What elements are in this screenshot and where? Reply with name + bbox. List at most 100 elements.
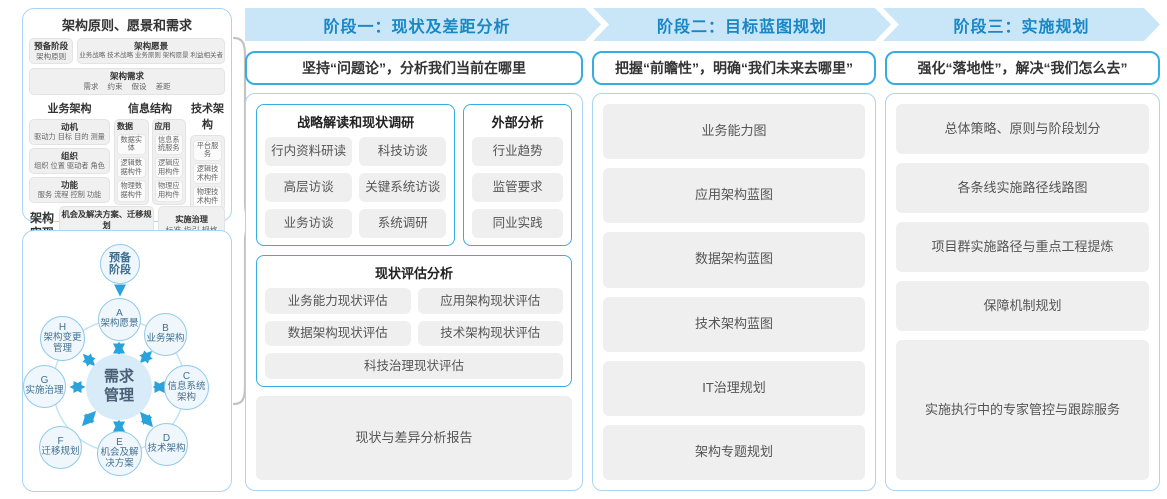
research-item: 高层访谈 — [265, 173, 353, 202]
phase1-column: 战略解读和现状调研 行内资料研读 科技访谈 高层访谈 关键系统访谈 业务访谈 系… — [245, 93, 583, 491]
research-item: 系统调研 — [359, 209, 447, 238]
phase2-item: 应用架构蓝图 — [603, 168, 865, 224]
phase3-header: 阶段三：实施规划 — [883, 8, 1160, 41]
data-subcolumn: 数据 数据实体 逻辑数据构件 物理数据构件 — [114, 118, 149, 205]
opportunity-title: 机会及解决方案、迁移规划 — [61, 210, 152, 230]
cycle-node-a: A 架构愿景 — [98, 298, 141, 341]
cycle-node-prep: 预备阶段 — [100, 244, 140, 284]
cycle-node-letter: H — [58, 321, 67, 333]
phase2-column: 业务能力图 应用架构蓝图 数据架构蓝图 技术架构蓝图 IT治理规划 架构专题规划 — [592, 93, 876, 491]
research-item: 关键系统访谈 — [359, 173, 447, 202]
cycle-node-letter: B — [162, 322, 169, 334]
phase2-item: 数据架构蓝图 — [603, 232, 865, 288]
external-item: 同业实践 — [472, 209, 563, 238]
prep-phase-title: 预备阶段 — [34, 41, 69, 51]
cycle-node-h: H 架构变更管理 — [40, 316, 85, 361]
phase2-item: IT治理规划 — [603, 360, 865, 416]
phase-header-band: 阶段一：现状及差距分析 阶段二：目标蓝图规划 阶段三：实施规划 — [245, 8, 1160, 41]
organization-items: 组织 位置 驱动者 角色 — [34, 161, 105, 171]
technology-item: 平台服务 — [193, 139, 222, 162]
cycle-node-letter: D — [162, 432, 171, 444]
external-analysis-group: 外部分析 行业趋势 监管要求 同业实践 — [463, 104, 572, 246]
vision-title: 架构愿景 — [134, 41, 169, 51]
cycle-node-label: 技术架构 — [147, 443, 186, 455]
cycle-node-label: 信息系统架构 — [167, 381, 206, 403]
vision-items: 业务战略 技术战略 业务原则 架构愿景 利益相关者 — [79, 51, 223, 59]
phase2-subtitle: 把握“前瞻性”，明确“我们未来去哪里” — [592, 51, 876, 85]
motivation-title: 动机 — [60, 121, 78, 132]
assessment-item: 数据架构现状评估 — [265, 320, 411, 347]
cycle-node-label: 实施治理 — [25, 385, 64, 397]
gap-analysis-report-box: 现状与差异分析报告 — [256, 396, 572, 480]
phase2-header: 阶段二：目标蓝图规划 — [593, 8, 891, 41]
external-group-title: 外部分析 — [491, 115, 544, 130]
function-box: 功能 服务 流程 控制 功能 — [29, 176, 110, 203]
prep-phase-box: 预备阶段 架构原则 — [29, 38, 74, 65]
cycle-center-label: 需求管理 — [103, 368, 134, 404]
data-title: 数据 — [117, 121, 133, 131]
phases-area: 阶段一：现状及差距分析 阶段二：目标蓝图规划 阶段三：实施规划 坚持“问题论”，… — [245, 8, 1160, 491]
framework-title: 架构原则、愿景和需求 — [61, 18, 192, 33]
cycle-node-label: 预备阶段 — [109, 251, 131, 276]
cycle-node-b: B 业务架构 — [144, 313, 187, 356]
external-item: 行业趋势 — [472, 137, 563, 166]
technology-item: 物理技术构件 — [193, 186, 222, 208]
phase2-item: 技术架构蓝图 — [603, 296, 865, 352]
phase3-subtitle: 强化“落地性”，解决“我们怎么去” — [885, 51, 1160, 85]
data-item: 逻辑数据构件 — [117, 157, 146, 179]
motivation-box: 动机 驱动力 目标 目的 测量 — [29, 118, 110, 145]
application-item: 逻辑应用构件 — [154, 157, 183, 179]
architecture-framework-panel: 架构原则、愿景和需求 预备阶段 架构原则 架构愿景 业务战略 技术战略 业务原则… — [22, 8, 232, 246]
requirements-title: 架构需求 — [109, 71, 144, 82]
data-item: 物理数据构件 — [117, 180, 146, 202]
prep-phase-item: 架构原则 — [36, 51, 67, 61]
technology-item: 逻辑技术构件 — [193, 163, 222, 185]
application-title: 应用 — [154, 121, 171, 131]
assessment-group-title: 现状评估分析 — [374, 266, 453, 281]
information-structure-column: 信息结构 数据 数据实体 逻辑数据构件 物理数据构件 应用 信息系统服务 逻辑应… — [114, 100, 186, 205]
cycle-node-g: G 实施治理 — [23, 365, 66, 408]
application-subcolumn: 应用 信息系统服务 逻辑应用构件 物理应用构件 — [151, 118, 186, 205]
phase3-item: 总体策略、原则与阶段划分 — [896, 104, 1149, 154]
cycle-node-c: C 信息系统架构 — [164, 365, 209, 410]
research-group-title: 战略解读和现状调研 — [297, 115, 415, 130]
phase3-item: 保障机制规划 — [896, 281, 1149, 331]
cycle-node-letter: F — [57, 435, 64, 447]
application-item: 信息系统服务 — [154, 133, 183, 156]
business-architecture-title: 业务架构 — [47, 102, 92, 115]
assessment-item: 业务能力现状评估 — [265, 288, 411, 314]
external-item: 监管要求 — [472, 173, 563, 202]
cycle-node-f: F 迁移规划 — [39, 426, 82, 469]
phase2-item: 业务能力图 — [603, 104, 865, 160]
business-architecture-column: 业务架构 动机 驱动力 目标 目的 测量 组织 组织 位置 驱动者 角色 功能 … — [29, 100, 110, 203]
assessment-item: 应用架构现状评估 — [417, 288, 563, 314]
cycle-node-label: 业务架构 — [146, 333, 185, 345]
research-group: 战略解读和现状调研 行内资料研读 科技访谈 高层访谈 关键系统访谈 业务访谈 系… — [256, 104, 456, 246]
architecture-requirements-box: 架构需求 需求 约束 假设 差距 — [29, 68, 225, 95]
technology-architecture-column: 技术架构 平台服务 逻辑技术构件 物理技术构件 — [190, 100, 225, 211]
cycle-node-label: 机会及解决方案 — [100, 447, 139, 469]
information-structure-title: 信息结构 — [128, 102, 172, 115]
cycle-node-label: 迁移规划 — [41, 446, 80, 458]
data-item: 数据实体 — [117, 133, 146, 156]
application-item: 物理应用构件 — [154, 180, 183, 202]
technology-architecture-title: 技术架构 — [191, 102, 224, 131]
research-item: 业务访谈 — [265, 209, 353, 238]
organization-title: 组织 — [60, 150, 78, 161]
assessment-item: 技术架构现状评估 — [417, 320, 563, 347]
cycle-node-e: E 机会及解决方案 — [97, 431, 142, 476]
assessment-group: 现状评估分析 业务能力现状评估 应用架构现状评估 数据架构现状评估 技术架构现状… — [256, 255, 572, 387]
research-item: 行内资料研读 — [265, 137, 353, 166]
phase1-header: 阶段一：现状及差距分析 — [245, 8, 601, 41]
organization-box: 组织 组织 位置 驱动者 角色 — [29, 147, 110, 174]
cycle-node-d: D 技术架构 — [145, 423, 188, 466]
governance-title: 实施治理 — [175, 215, 208, 225]
cycle-node-letter: G — [40, 374, 49, 386]
phase3-item: 项目群实施路径与重点工程提炼 — [896, 222, 1149, 272]
phase3-item-tall: 实施执行中的专家管控与跟踪服务 — [896, 340, 1149, 480]
adm-cycle-panel: 预备阶段 A 架构愿景 B 业务架构 C 信息系统架构 D 技术架构 E 机会及… — [22, 230, 232, 492]
phase3-item: 各条线实施路径线路图 — [896, 163, 1149, 213]
cycle-node-label: 架构愿景 — [100, 318, 139, 330]
phase1-subtitle: 坚持“问题论”，分析我们当前在哪里 — [245, 51, 583, 85]
cycle-node-letter: E — [116, 436, 123, 448]
